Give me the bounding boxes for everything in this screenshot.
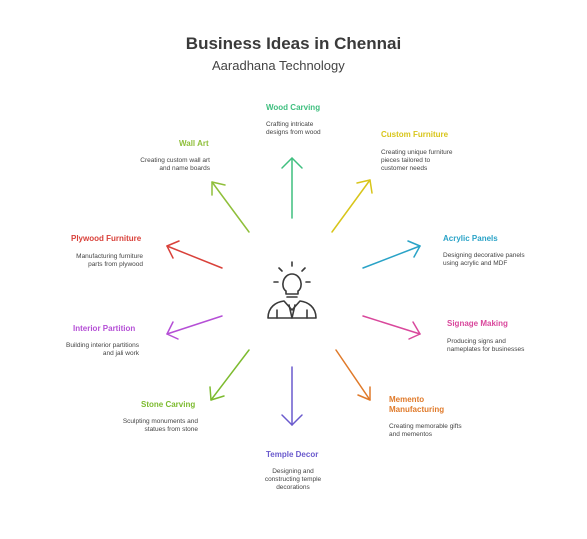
arrow-signage-making [362, 315, 421, 340]
idea-desc-signage-making: Producing signs and nameplates for busin… [447, 338, 525, 353]
idea-title-stone-carving: Stone Carving [141, 400, 196, 409]
idea-desc-wood-carving: Crafting intricate designs from wood [266, 121, 321, 136]
idea-desc-memento: Creating memorable gifts and mementos [389, 423, 462, 438]
idea-desc-wall-art: Creating custom wall art and name boards [140, 157, 210, 172]
idea-desc-interior-partition: Building interior partitions and jali wo… [66, 342, 139, 357]
idea-desc-stone-carving: Sculpting monuments and statues from sto… [122, 418, 198, 433]
idea-desc-plywood-furniture: Manufacturing furniture parts from plywo… [76, 253, 143, 268]
arrow-interior-partition [166, 315, 223, 340]
idea-title-memento: Memento Manufacturing [389, 395, 445, 414]
arrow-memento [335, 349, 371, 401]
idea-person-icon [267, 261, 317, 319]
arrow-temple-decor [281, 366, 303, 426]
idea-title-wall-art: Wall Art [179, 139, 209, 148]
arrow-custom-furniture [331, 179, 373, 233]
arrow-wall-art [211, 181, 250, 233]
arrow-acrylic-panels [362, 240, 421, 269]
arrow-stone-carving [209, 349, 250, 401]
idea-title-plywood-furniture: Plywood Furniture [71, 234, 142, 243]
idea-title-temple-decor: Temple Decor [266, 450, 319, 459]
idea-title-signage-making: Signage Making [447, 319, 508, 328]
idea-desc-custom-furniture: Creating unique furniture pieces tailore… [381, 149, 453, 172]
idea-desc-acrylic-panels: Designing decorative panels using acryli… [443, 252, 525, 267]
page-title: Business Ideas in Chennai [185, 34, 402, 53]
idea-title-acrylic-panels: Acrylic Panels [443, 234, 498, 243]
idea-desc-temple-decor: Designing and constructing temple decora… [264, 468, 322, 491]
page-subtitle: Aaradhana Technology [212, 58, 345, 73]
arrow-wood-carving [281, 157, 303, 219]
idea-title-wood-carving: Wood Carving [266, 103, 321, 112]
arrow-plywood-furniture [166, 240, 223, 269]
idea-title-custom-furniture: Custom Furniture [381, 130, 449, 139]
idea-title-interior-partition: Interior Partition [73, 324, 136, 333]
